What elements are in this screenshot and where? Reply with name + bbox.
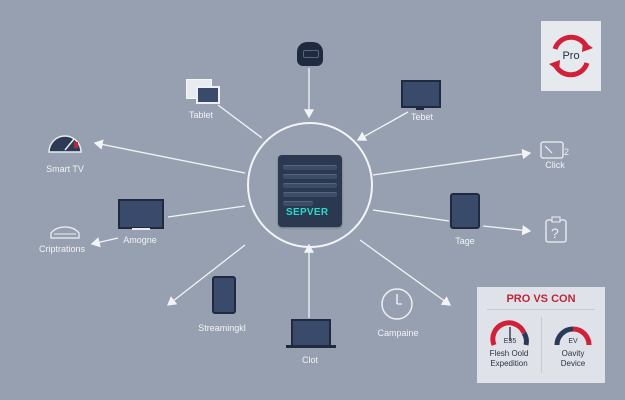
help-clipboard-icon[interactable]: ?	[544, 216, 568, 244]
comparison-title: PRO VS CON	[506, 293, 576, 305]
server-label: SEPVER	[286, 207, 329, 218]
speedometer-icon[interactable]	[45, 124, 85, 154]
svg-text:?: ?	[551, 225, 559, 241]
laptop-icon[interactable]	[291, 319, 331, 345]
node-label-smart-tv: Smart TV	[46, 164, 84, 174]
right-caption-1: Oavity	[561, 349, 585, 358]
node-label-tebet: Tebet	[410, 112, 434, 122]
left-caption-1: Flesh Oold	[489, 349, 529, 358]
gauge-left-label: E35	[503, 338, 517, 345]
laptop-base	[286, 345, 336, 348]
node-label-tage: Tage	[455, 236, 475, 246]
monitor-stand	[132, 228, 150, 230]
node-label-cryptrations: Criptrations	[38, 244, 86, 254]
clock-icon[interactable]	[380, 287, 414, 321]
server-rack-bar	[283, 165, 337, 170]
node-label-client: Clot	[301, 355, 319, 365]
pro-badge[interactable]: Pro	[541, 21, 601, 91]
monitor-stand	[416, 107, 424, 110]
node-label-streaming: Streamingkl	[198, 323, 246, 333]
pro-vs-con-card: PRO VS CON E35 Flesh Oold Expedition EV …	[477, 287, 605, 383]
server-rack-bar	[283, 192, 337, 197]
gauge-right-icon	[554, 326, 592, 346]
node-label-tablet: Tablet	[188, 110, 214, 120]
gauge-right-label: EV	[568, 338, 578, 345]
divider	[487, 309, 595, 310]
right-caption-2: Device	[560, 359, 586, 368]
chat-card-icon[interactable]: 2	[540, 141, 570, 161]
gauge-left-icon	[490, 320, 529, 346]
phone-icon[interactable]	[212, 276, 236, 314]
server-rack-bar	[283, 174, 337, 179]
robot-icon[interactable]	[297, 42, 323, 66]
divider	[541, 317, 542, 373]
tablet-screens-icon[interactable]	[186, 79, 220, 104]
node-label-amogne: Amogne	[123, 235, 157, 245]
tablet-icon[interactable]	[450, 193, 480, 229]
svg-text:2: 2	[564, 147, 569, 157]
car-icon[interactable]	[48, 225, 82, 243]
pro-label: Pro	[562, 50, 580, 62]
monitor-icon[interactable]	[118, 199, 164, 229]
monitor-icon[interactable]	[401, 80, 441, 108]
node-label-click: Click	[545, 160, 565, 170]
server-ring	[247, 122, 373, 248]
node-label-campaine: Campaine	[377, 328, 419, 338]
refresh-cycle-icon	[549, 34, 593, 78]
server-rack-bar	[283, 183, 337, 188]
server-node[interactable]: SEPVER	[278, 155, 342, 227]
server-rack-bar	[283, 201, 313, 206]
left-caption-2: Expedition	[490, 359, 528, 368]
